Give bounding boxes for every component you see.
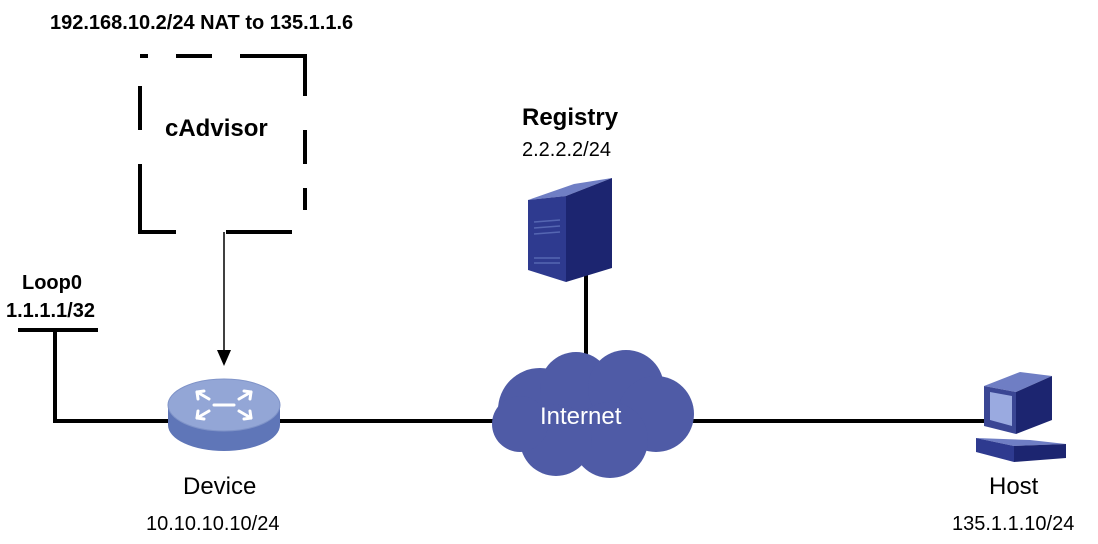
internet-cloud-icon [492, 350, 694, 478]
host-name-label: Host [989, 473, 1039, 500]
cadvisor-container-box [138, 54, 307, 234]
cadvisor-to-device-arrow [217, 232, 231, 366]
device-ip-label: 10.10.10.10/24 [146, 513, 280, 535]
registry-ip-label: 2.2.2.2/24 [522, 139, 611, 161]
loopback-name-label: Loop0 [22, 272, 82, 294]
loopback-link [53, 330, 172, 423]
cadvisor-label: cAdvisor [165, 115, 268, 142]
registry-server-icon [528, 178, 612, 282]
nat-label: 192.168.10.2/24 NAT to 135.1.1.6 [50, 12, 354, 34]
loopback-ip-label: 1.1.1.1/32 [6, 300, 95, 322]
router-icon [167, 378, 281, 451]
host-pc-icon [976, 372, 1066, 462]
host-ip-label: 135.1.1.10/24 [952, 513, 1075, 535]
registry-name-label: Registry [522, 104, 619, 131]
network-links [18, 265, 985, 423]
internet-label: Internet [540, 403, 622, 430]
device-name-label: Device [183, 473, 257, 500]
